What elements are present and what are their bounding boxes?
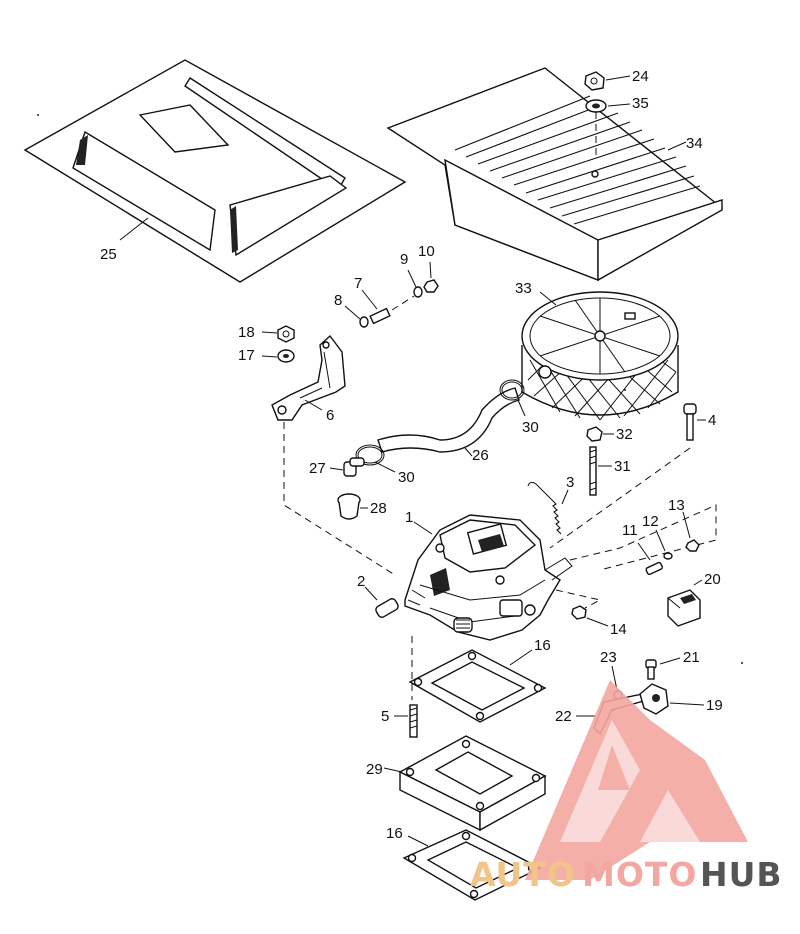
callout-19: 19 bbox=[706, 697, 723, 714]
part-16-gasket-lower bbox=[402, 829, 542, 901]
callout-26: 26 bbox=[472, 447, 489, 464]
part-13-nut bbox=[685, 539, 700, 552]
part-17-spacer bbox=[277, 349, 295, 363]
callout-18: 18 bbox=[238, 324, 255, 341]
part-12-washer bbox=[663, 552, 673, 560]
part-4-bolt bbox=[683, 403, 697, 441]
part-8-washer bbox=[359, 316, 369, 328]
part-30-hose-clamp-upper bbox=[499, 379, 525, 401]
part-9-washer bbox=[413, 286, 423, 298]
part-24-nut bbox=[584, 71, 605, 91]
part-28-plug bbox=[337, 493, 361, 520]
callout-16-lower: 16 bbox=[386, 825, 403, 842]
part-18-nut bbox=[277, 325, 295, 343]
callout-28: 28 bbox=[370, 500, 387, 517]
part-20-switch bbox=[667, 589, 701, 627]
callout-9: 9 bbox=[400, 251, 408, 268]
part-1-carburetor bbox=[404, 514, 573, 641]
part-3-spring bbox=[527, 481, 562, 535]
callout-20: 20 bbox=[704, 571, 721, 588]
part-33-flame-arrestor bbox=[521, 291, 679, 421]
part-11-screw bbox=[645, 561, 663, 576]
callout-13: 13 bbox=[668, 497, 685, 514]
callout-35: 35 bbox=[632, 95, 649, 112]
callout-17: 17 bbox=[238, 347, 255, 364]
callout-14: 14 bbox=[610, 621, 627, 638]
callout-23: 23 bbox=[600, 649, 617, 666]
arrestor-mesh bbox=[527, 359, 677, 421]
callout-8: 8 bbox=[334, 292, 342, 309]
part-21-screw bbox=[645, 659, 657, 680]
callout-12: 12 bbox=[642, 513, 659, 530]
part-34-arrestor-cover bbox=[386, 67, 724, 282]
part-16-gasket-upper bbox=[408, 649, 547, 723]
callout-34: 34 bbox=[686, 135, 703, 152]
part-32-nut bbox=[586, 426, 603, 442]
part-27-elbow-fitting bbox=[343, 457, 365, 477]
part-6-bracket bbox=[271, 334, 346, 421]
part-25-cover-plate bbox=[23, 59, 407, 283]
part-10-nut bbox=[423, 279, 439, 293]
part-31-stud bbox=[589, 446, 597, 496]
callout-29: 29 bbox=[366, 761, 383, 778]
callout-5: 5 bbox=[381, 708, 389, 725]
part-29-spacer-plate bbox=[398, 735, 547, 832]
callout-4: 4 bbox=[708, 412, 716, 429]
callout-30-lower: 30 bbox=[398, 469, 415, 486]
callout-25: 25 bbox=[100, 246, 117, 263]
callout-30-upper: 30 bbox=[522, 419, 539, 436]
callout-32: 32 bbox=[616, 426, 633, 443]
cover-fins bbox=[454, 95, 701, 225]
part-14-nut bbox=[571, 605, 587, 620]
callout-16-upper: 16 bbox=[534, 637, 551, 654]
part-5-stud bbox=[409, 704, 418, 738]
callout-7: 7 bbox=[354, 275, 362, 292]
callout-21: 21 bbox=[683, 649, 700, 666]
callout-10: 10 bbox=[418, 243, 435, 260]
part-35-washer bbox=[585, 99, 607, 113]
callout-1: 1 bbox=[405, 509, 413, 526]
callout-33: 33 bbox=[515, 280, 532, 297]
part-30-hose-clamp-lower bbox=[355, 444, 385, 466]
callout-22: 22 bbox=[555, 708, 572, 725]
callout-24: 24 bbox=[632, 68, 649, 85]
part-2-fitting bbox=[375, 598, 399, 618]
part-19-linkage bbox=[639, 683, 669, 715]
part-7-stud bbox=[369, 307, 391, 325]
callout-27: 27 bbox=[309, 460, 326, 477]
callout-2: 2 bbox=[357, 573, 365, 590]
callout-31: 31 bbox=[614, 458, 631, 475]
callout-3: 3 bbox=[566, 474, 574, 491]
callout-11: 11 bbox=[622, 522, 638, 539]
callout-6: 6 bbox=[326, 407, 334, 424]
part-26-vent-hose bbox=[377, 387, 520, 453]
